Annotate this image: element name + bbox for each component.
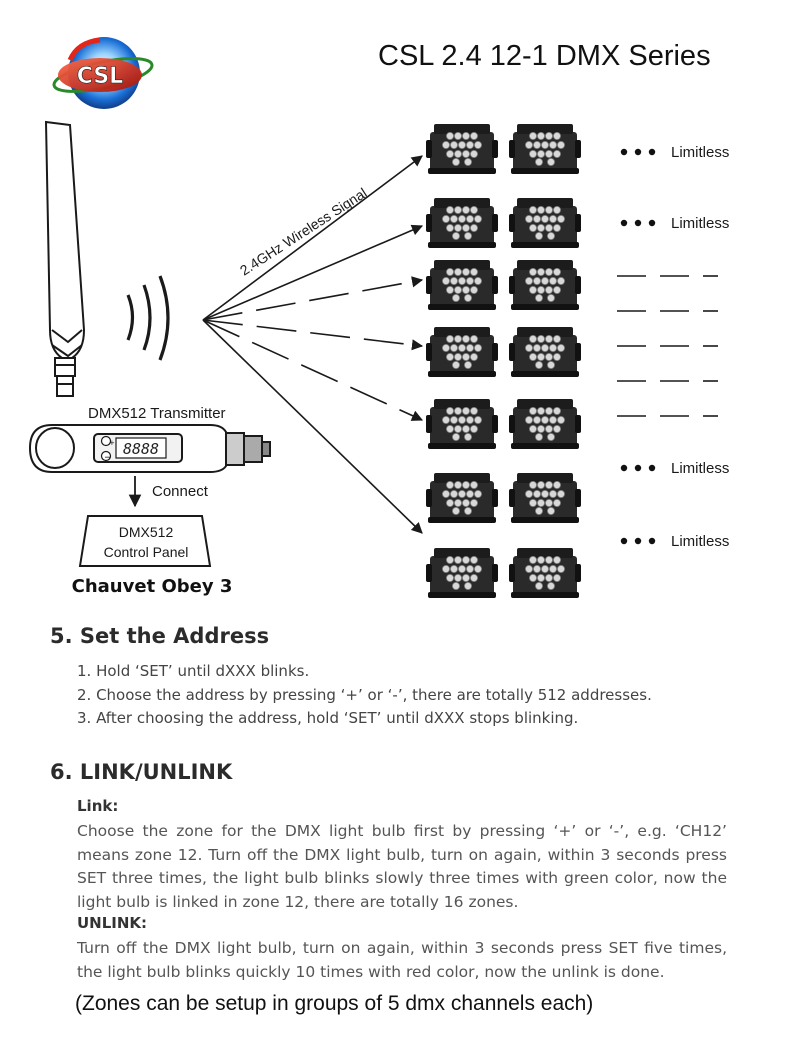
control-panel-icon <box>78 515 212 567</box>
transmitter-label: DMX512 Transmitter <box>88 405 226 422</box>
list-item: 1. Hold ‘SET’ until dXXX blinks. <box>77 662 310 680</box>
limitless-label: Limitless <box>671 215 729 232</box>
limitless-label: Limitless <box>671 144 729 161</box>
panel-model: Chauvet Obey 3 <box>72 576 233 597</box>
limitless-label: Limitless <box>671 460 729 477</box>
fixture-icon <box>425 197 499 249</box>
fixture-icon <box>508 197 582 249</box>
dmx512-transmitter-icon <box>28 424 271 473</box>
list-item: 2. Choose the address by pressing ‘+’ or… <box>77 685 652 704</box>
fixture-icon <box>425 398 499 450</box>
connect-label: Connect <box>152 483 209 500</box>
fixture-icon <box>508 259 582 311</box>
link-subheading: Link: <box>77 797 119 815</box>
antenna-icon <box>44 120 86 397</box>
wireless-waves-icon <box>126 275 170 361</box>
signal-arrows <box>202 155 424 534</box>
unlink-subheading: UNLINK: <box>77 914 148 932</box>
display-digits: 8888 <box>123 440 159 458</box>
unlink-instructions: Turn off the DMX light bulb, turn on aga… <box>77 939 727 981</box>
fixture-icon <box>508 398 582 450</box>
ellipsis-dots <box>620 148 656 545</box>
svg-text:+: + <box>109 439 115 447</box>
section-heading-link-unlink: 6. LINK/UNLINK <box>50 760 233 784</box>
svg-text:−: − <box>104 453 112 463</box>
panel-line1: DMX512 <box>119 524 174 540</box>
fixture-icon <box>425 259 499 311</box>
link-instructions: Choose the zone for the DMX light bulb f… <box>77 822 727 911</box>
fixture-icon <box>508 326 582 378</box>
fixture-icon <box>425 547 499 599</box>
fixture-icon <box>425 123 499 175</box>
page-title: CSL 2.4 12-1 DMX Series <box>378 40 711 72</box>
fixture-icon <box>425 326 499 378</box>
panel-line2: Control Panel <box>104 544 189 560</box>
csl-logo: CSL <box>52 37 154 109</box>
section-heading-set-address: 5. Set the Address <box>50 624 270 648</box>
fixture-icon <box>508 123 582 175</box>
zones-note: (Zones can be setup in groups of 5 dmx c… <box>75 992 594 1015</box>
fixture-icon <box>508 547 582 599</box>
fixture-grid <box>425 123 582 599</box>
fixture-icon <box>508 472 582 524</box>
dmx-system-diagram: CSL + − 8888 DMX512 Transmitter Connect … <box>28 37 729 599</box>
signal-label: 2.4GHz Wireless Signal <box>237 185 370 279</box>
address-steps-list: 1. Hold ‘SET’ until dXXX blinks. 2. Choo… <box>77 660 652 731</box>
continuation-dashes <box>617 275 718 417</box>
fixture-icon <box>425 472 499 524</box>
list-item: 3. After choosing the address, hold ‘SET… <box>77 709 579 727</box>
logo-text: CSL <box>77 64 123 89</box>
limitless-label: Limitless <box>671 533 729 550</box>
